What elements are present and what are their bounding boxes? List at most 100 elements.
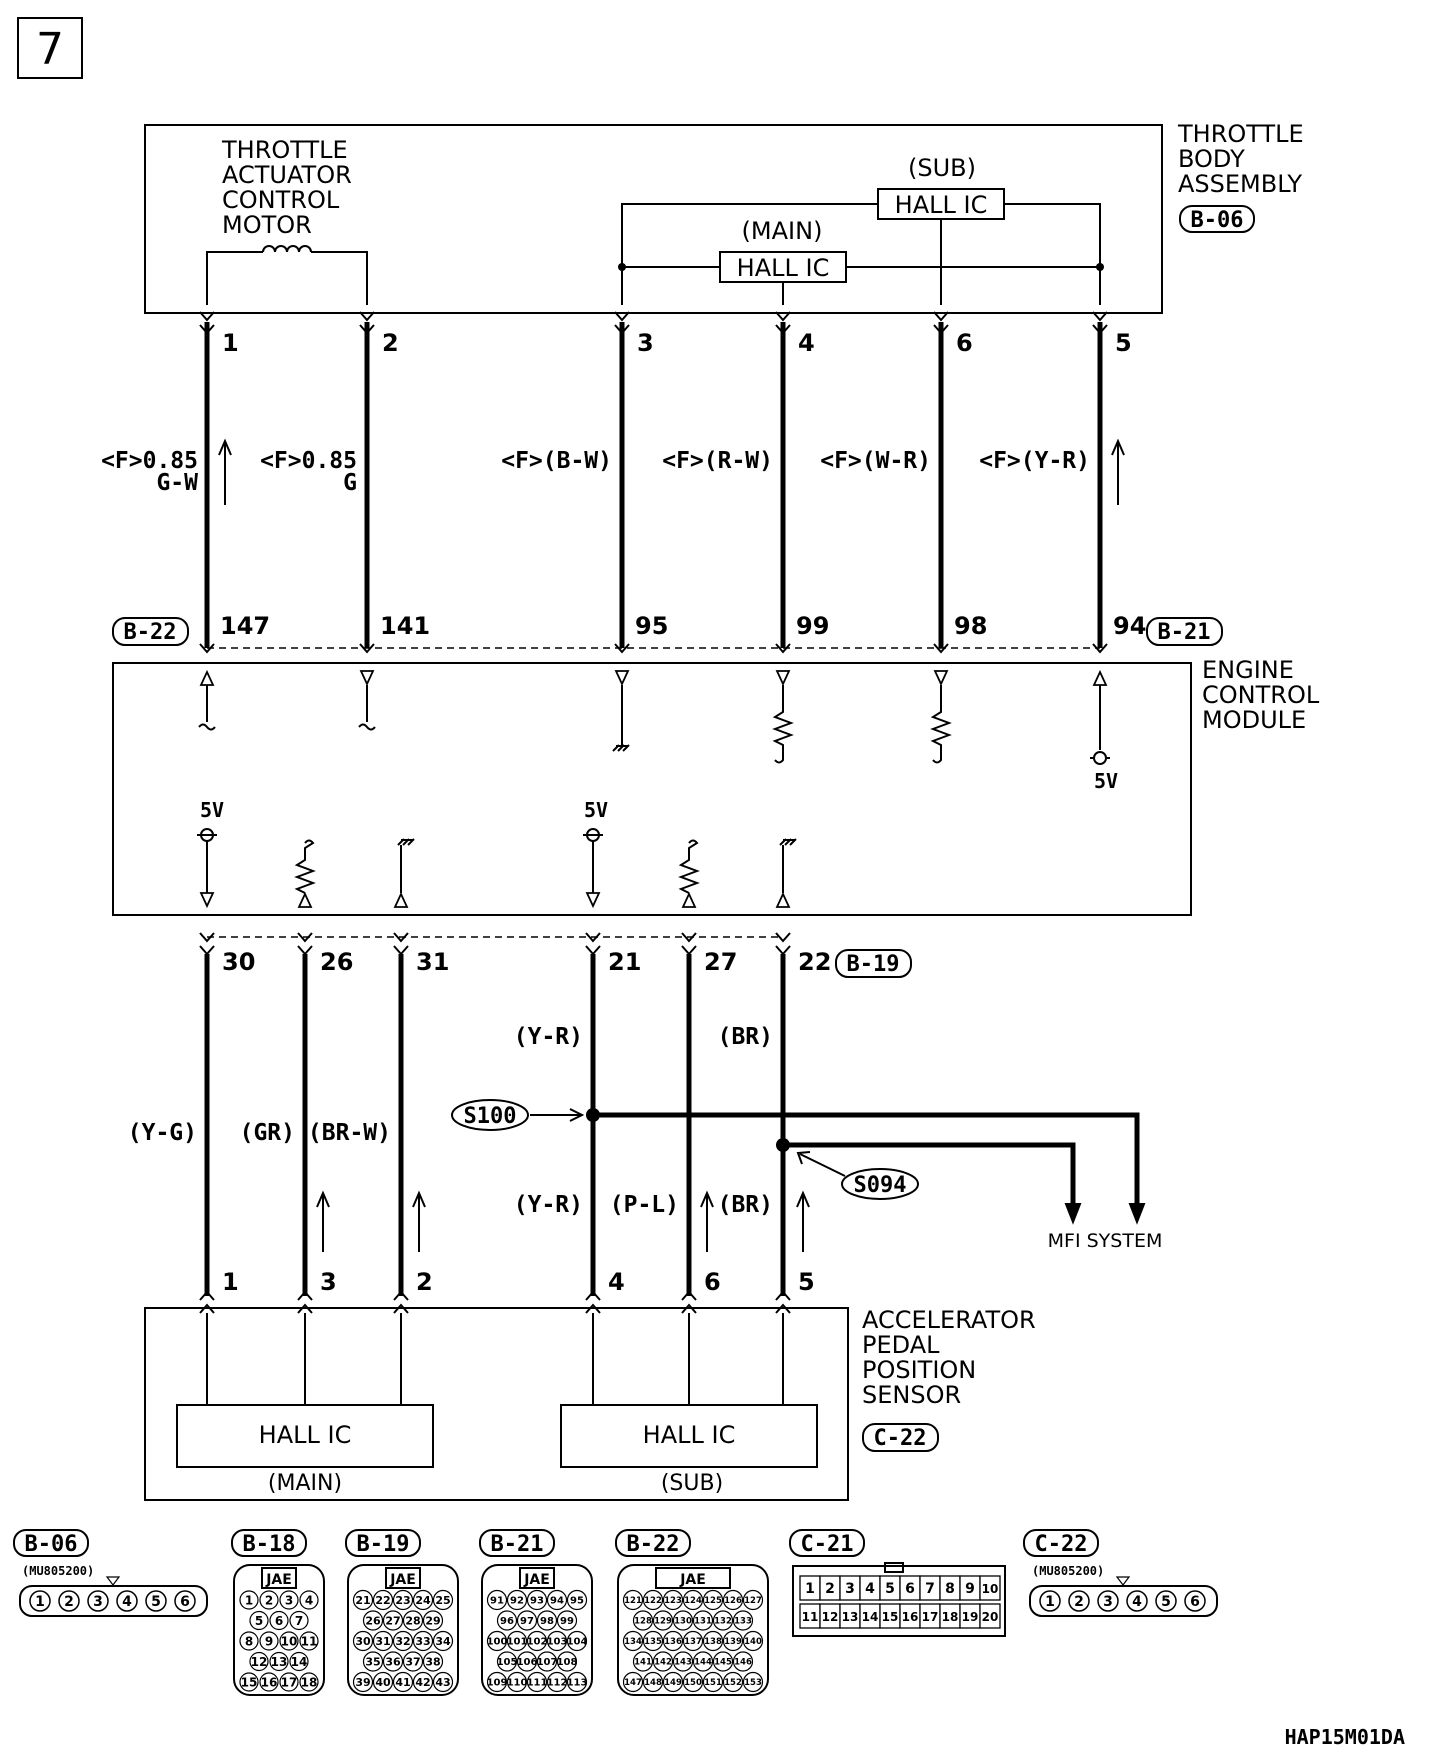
b22-pin-label: 152	[724, 1678, 742, 1688]
wire-label-2a: <F>0.85	[260, 448, 357, 474]
b18-pin-label: 2	[265, 1593, 273, 1607]
b22-pin-label: 124	[684, 1596, 702, 1606]
b19-pin	[432, 1630, 454, 1652]
b06-pin	[145, 1590, 167, 1612]
b21-pin-label: 96	[500, 1616, 514, 1627]
b21-pin-label: 100	[487, 1637, 508, 1648]
c22-pin	[1097, 1590, 1119, 1612]
b18-pin	[299, 1631, 319, 1651]
current-arrow-up-icon	[218, 438, 232, 505]
b21-pin	[516, 1651, 538, 1672]
b19-pin-label: 28	[405, 1614, 420, 1627]
b19-pin	[382, 1610, 404, 1631]
wire-label-26: (GR)	[240, 1120, 295, 1146]
motor-coil-icon	[206, 245, 368, 305]
b18-pin-label: 11	[301, 1634, 318, 1648]
b22-pin-label: 141	[634, 1658, 652, 1668]
drawing-code: HAP15M01DA	[1285, 1725, 1405, 1749]
b18-pin-label: 7	[295, 1614, 303, 1628]
b21-pin	[526, 1630, 548, 1652]
b21-pin	[486, 1671, 508, 1693]
b22-pin	[742, 1630, 764, 1652]
b18-pin	[269, 1610, 289, 1631]
b19-pin-label: 43	[435, 1676, 450, 1689]
c22-pin	[1184, 1590, 1206, 1612]
c22-pin	[1155, 1590, 1177, 1612]
b22-pin	[722, 1630, 744, 1652]
app-main-tag: (MAIN)	[268, 1471, 342, 1496]
wire-label-21-lower: (Y-R)	[514, 1192, 583, 1218]
b22-pin-label: 135	[644, 1637, 662, 1647]
wire-label-1b: G-W	[156, 470, 198, 496]
splice-s100: S100	[464, 1104, 517, 1129]
b21-pin	[506, 1630, 528, 1652]
b18-pin-label: 15	[241, 1675, 258, 1689]
b22-pin	[642, 1671, 664, 1693]
b21-pin-label: 111	[527, 1678, 548, 1689]
b22-pin-label: 144	[694, 1658, 712, 1668]
b06-pin-label: 6	[180, 1594, 190, 1610]
app-connector-id: C-22	[874, 1426, 927, 1451]
c21-pin-label: 14	[862, 1610, 879, 1624]
accelerator-pedal-position-sensor: ACCELERATOR PEDAL POSITION SENSOR C-22 H…	[144, 1306, 1036, 1501]
b22-pin	[702, 1589, 724, 1611]
throttle-title-2: BODY	[1178, 145, 1245, 173]
app-title-4: SENSOR	[862, 1381, 961, 1409]
b21-pin-label: 105	[497, 1657, 518, 1668]
c21-pin-label: 10	[982, 1582, 999, 1596]
connector-b22-jae: JAE	[679, 1572, 706, 1588]
b18-pin-label: 9	[265, 1634, 273, 1648]
b21-pin	[526, 1589, 548, 1611]
b18-pin	[299, 1590, 319, 1610]
c22-pin-label: 4	[1132, 1594, 1142, 1610]
b22-pin-label: 138	[704, 1637, 722, 1647]
b19-pin-label: 33	[415, 1635, 430, 1648]
throttle-title-3: ASSEMBLY	[1178, 170, 1302, 198]
c21-pin-label: 6	[905, 1581, 915, 1597]
b21-pin-label: 104	[567, 1637, 588, 1648]
b18-pin	[249, 1651, 269, 1672]
b19-pin-label: 30	[355, 1635, 371, 1648]
b19-pin-label: 26	[365, 1614, 381, 1627]
c21-pin-label: 17	[922, 1610, 939, 1624]
connector-b19-id: B-19	[357, 1532, 410, 1557]
b22-pin	[652, 1610, 674, 1631]
b19-pin-label: 42	[415, 1676, 430, 1689]
c21-pin	[979, 1575, 1001, 1601]
app-pin-1: 1	[222, 1268, 239, 1296]
b21-pin	[506, 1671, 528, 1693]
b22-pin	[732, 1610, 754, 1631]
connector-c22-part: (MU805200)	[1032, 1564, 1104, 1578]
ecm-pin-95: 95	[635, 612, 668, 640]
throttle-connector-id: B-06	[1191, 208, 1244, 233]
wire-label-30: (Y-G)	[128, 1120, 197, 1146]
b18-pin	[249, 1610, 269, 1631]
b19-pin	[352, 1630, 374, 1652]
b19-pin	[372, 1589, 394, 1611]
b22-pin	[622, 1630, 644, 1652]
b22-pin	[662, 1630, 684, 1652]
b21-pin	[566, 1671, 588, 1693]
b22-pin-label: 142	[654, 1658, 672, 1668]
b06-pin-label: 2	[64, 1594, 74, 1610]
b18-pin	[239, 1590, 259, 1610]
b19-pin	[352, 1671, 374, 1693]
throttle-pin-5: 5	[1115, 329, 1132, 357]
sub-hall-ic: HALL IC	[895, 191, 988, 219]
current-arrow-up-icon	[700, 1190, 714, 1252]
wire-label-22-lower: (BR)	[718, 1192, 773, 1218]
app-pin-3: 3	[320, 1268, 337, 1296]
current-arrow-up-icon	[412, 1190, 426, 1252]
c21-pin-label: 18	[942, 1610, 959, 1624]
app-title-1: ACCELERATOR	[862, 1306, 1036, 1334]
b18-pin	[279, 1590, 299, 1610]
ecm-pin-147: 147	[220, 612, 270, 640]
b22-pin	[712, 1610, 734, 1631]
throttle-pin-3: 3	[637, 329, 654, 357]
b06-pin-label: 3	[93, 1594, 103, 1610]
b18-pin	[279, 1672, 299, 1692]
b22-pin-label: 137	[684, 1637, 702, 1647]
